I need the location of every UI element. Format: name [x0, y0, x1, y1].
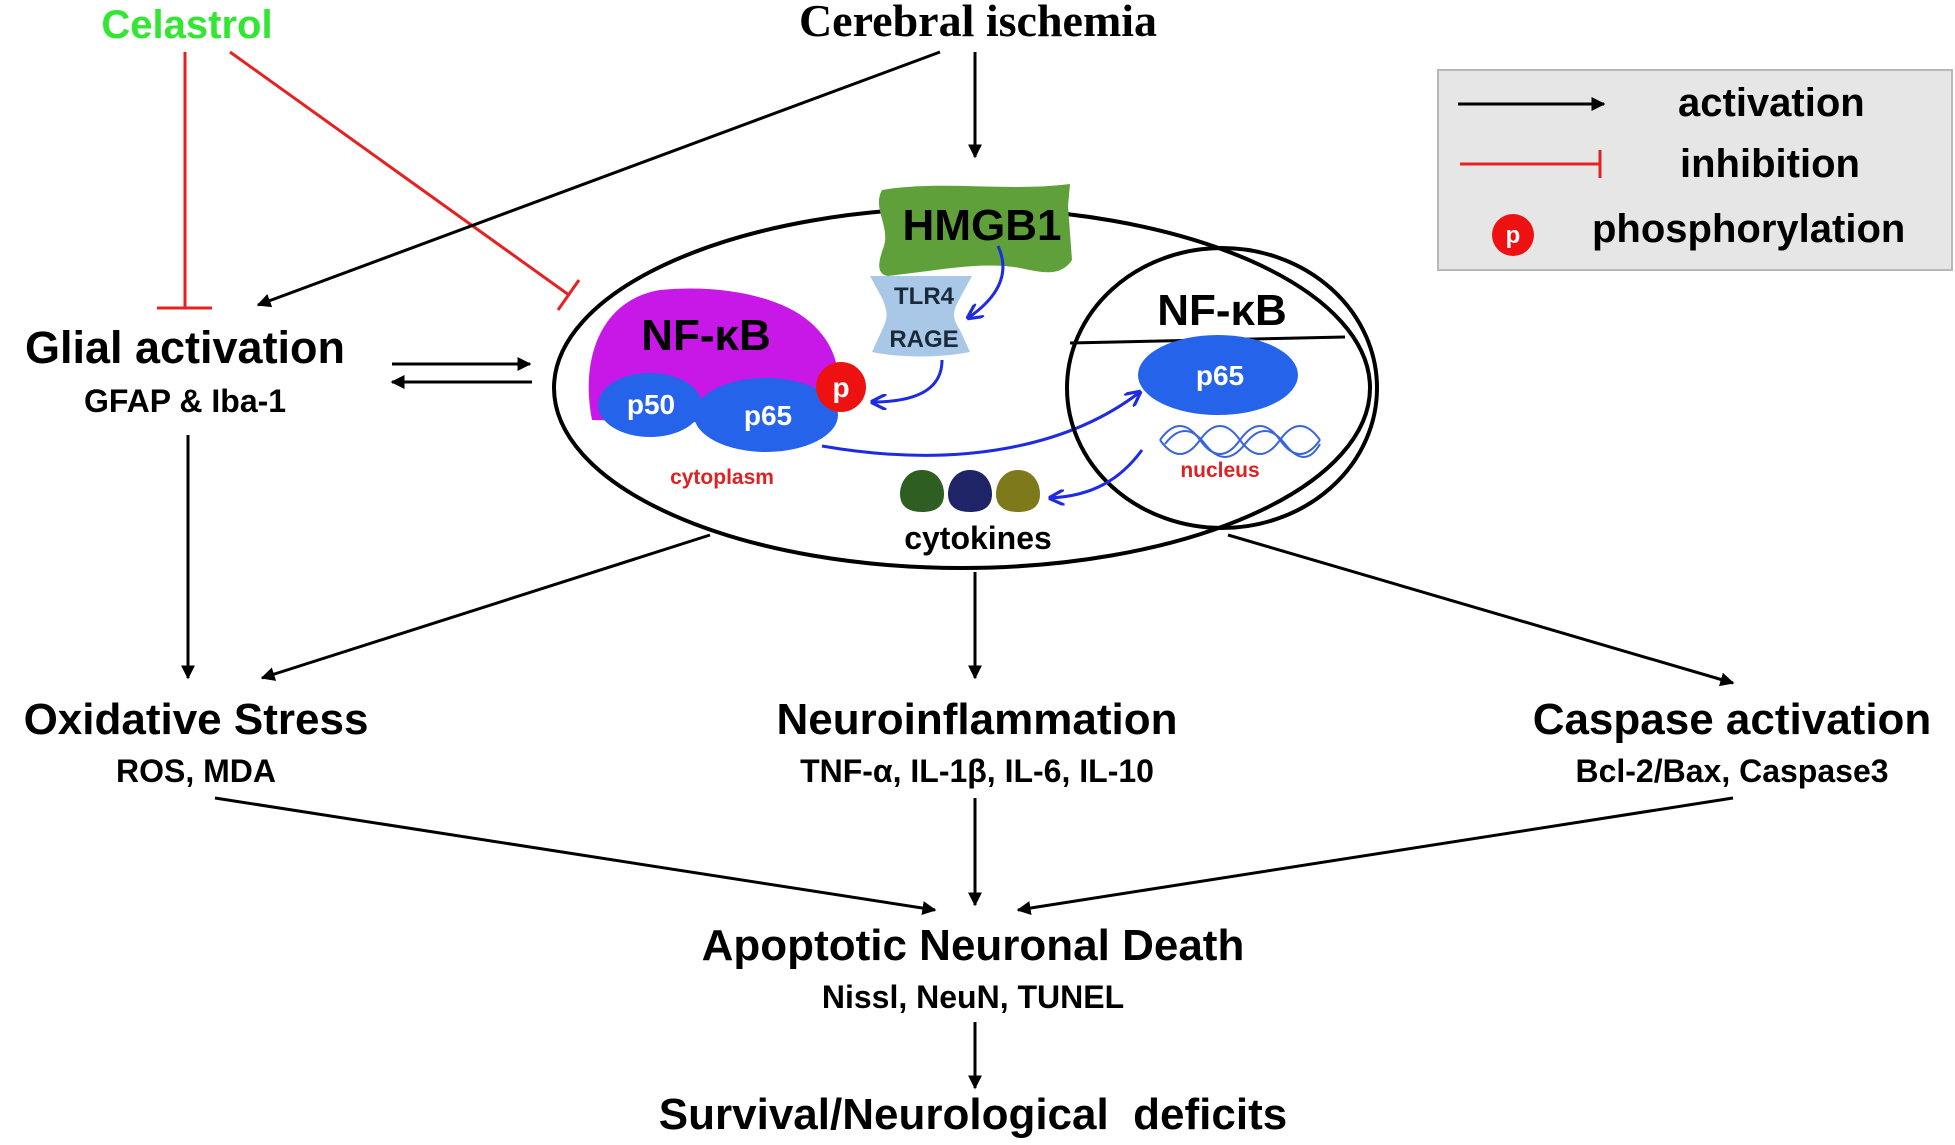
nucleus-label: nucleus	[1180, 459, 1259, 482]
p50-label: p50	[627, 389, 675, 420]
nfkb-nucleus-label: NF-κB	[1157, 286, 1287, 335]
cytokine-navy-icon	[948, 470, 992, 512]
caspase-activation-title: Caspase activation	[1533, 695, 1932, 744]
cell-to-caspase-arrow	[1227, 533, 1735, 687]
survival-deficits-label: Survival/Neurological deficits	[659, 1090, 1287, 1139]
cerebral-ischemia-label: Cerebral ischemia	[799, 0, 1157, 46]
legend: activation inhibition p phosphorylation	[1437, 69, 1953, 271]
cytokine-green-icon	[900, 470, 944, 512]
legend-inhibition-symbol	[1460, 150, 1602, 178]
p65-cytoplasm-label: p65	[744, 400, 792, 431]
nucleus	[1065, 246, 1379, 530]
rage-label: RAGE	[889, 326, 958, 353]
tlr4-label: TLR4	[894, 283, 955, 310]
legend-phosphorylation-icon	[1492, 214, 1534, 256]
p65-nucleus-subunit	[1138, 335, 1298, 415]
apoptotic-death-markers: Nissl, NeuN, TUNEL	[822, 979, 1124, 1015]
hmgb1-label: HMGB1	[903, 201, 1062, 250]
ischemia-to-glial-arrow	[256, 50, 941, 308]
neuroinflammation-markers: TNF-α, IL-1β, IL-6, IL-10	[800, 753, 1154, 789]
nucleus-to-cytokines-arrow	[1050, 449, 1144, 498]
caspase-to-apoptotic-arrow	[1016, 796, 1734, 915]
dna-helix-icon	[1159, 425, 1321, 458]
legend-inhibition-label: inhibition	[1680, 142, 1860, 186]
glial-activation-markers: GFAP & Iba-1	[84, 383, 286, 419]
tlr4-rage-receptor	[870, 276, 972, 357]
oxidative-stress-title: Oxidative Stress	[24, 695, 369, 744]
phosphorylation-symbol: p	[832, 372, 849, 403]
oxidative-to-apoptotic-arrow	[214, 796, 937, 915]
p50-subunit	[598, 373, 702, 437]
receptor-to-p65-arrow	[872, 359, 944, 402]
oxidative-stress-markers: ROS, MDA	[116, 753, 276, 789]
apoptotic-death-title: Apoptotic Neuronal Death	[702, 921, 1245, 970]
p65-cytoplasm-subunit	[694, 378, 838, 452]
legend-phosphorylation-label: phosphorylation	[1592, 207, 1905, 251]
p65-nucleus-label: p65	[1196, 360, 1244, 391]
neuroinflammation-title: Neuroinflammation	[777, 695, 1178, 744]
celastrol-inhibits-glial	[157, 52, 212, 310]
cytokine-olive-icon	[996, 470, 1040, 512]
celastrol-inhibits-nfkb	[229, 50, 581, 311]
glial-activation-title: Glial activation	[25, 322, 345, 373]
phosphorylation-icon	[816, 362, 866, 412]
nfkb-cytoplasm-label: NF-κB	[641, 311, 771, 360]
caspase-activation-markers: Bcl-2/Bax, Caspase3	[1575, 753, 1888, 789]
nfkb-translocation-arrow	[821, 392, 1140, 457]
cytokines-label: cytokines	[904, 520, 1052, 556]
celastrol-label: Celastrol	[101, 3, 272, 47]
legend-activation-label: activation	[1678, 81, 1865, 125]
cytokine-icons	[900, 470, 1040, 512]
cell-to-oxidative-arrow	[260, 533, 711, 681]
hmgb1-to-receptor-arrow	[968, 245, 1005, 318]
cytoplasm-label: cytoplasm	[670, 466, 774, 489]
legend-phosphorylation-symbol: p	[1506, 222, 1521, 249]
hmgb1-shape	[878, 184, 1072, 276]
